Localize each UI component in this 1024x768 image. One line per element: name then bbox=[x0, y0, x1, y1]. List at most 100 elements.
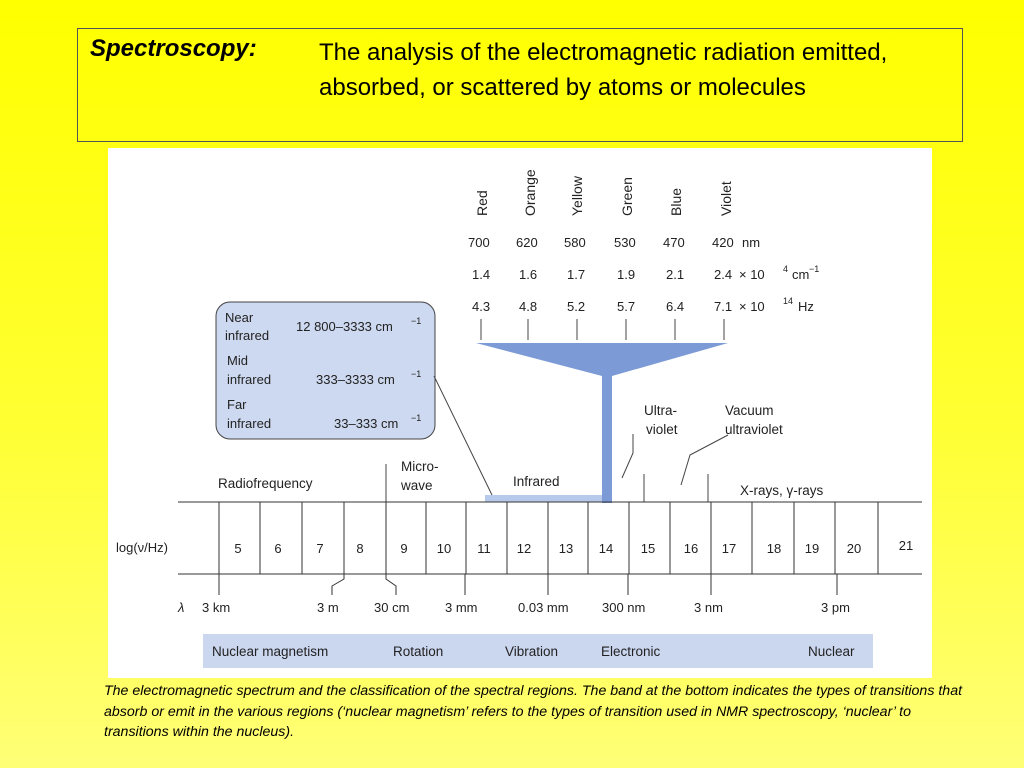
wavelength-label: 3 pm bbox=[821, 600, 850, 615]
log-tick-label: 13 bbox=[559, 541, 573, 556]
near-infrared-exp: −1 bbox=[411, 316, 421, 326]
frequency-row: 4.3 4.8 5.2 5.7 6.4 7.1 × 10 14 Hz bbox=[472, 296, 814, 314]
nm-value: 420 bbox=[712, 235, 734, 250]
log-tick-label: 12 bbox=[517, 541, 531, 556]
infrared-box-content: Near infrared 12 800–3333 cm −1 Mid infr… bbox=[225, 310, 421, 431]
transition-nuclear: Nuclear bbox=[808, 644, 855, 659]
wavelength-markers bbox=[218, 574, 838, 595]
frequency-value: 6.4 bbox=[666, 299, 684, 314]
region-separators bbox=[385, 464, 709, 502]
wavenumber-value: 1.4 bbox=[472, 267, 490, 282]
label-radiofrequency: Radiofrequency bbox=[218, 476, 313, 491]
nm-unit: nm bbox=[742, 235, 760, 250]
wavenumber-exponent: 4 bbox=[783, 264, 788, 274]
log-tick-label: 16 bbox=[684, 541, 698, 556]
frequency-multiplier: × 10 bbox=[739, 299, 765, 314]
figure-caption: The electromagnetic spectrum and the cla… bbox=[104, 683, 963, 740]
label-ultraviolet-1: Ultra- bbox=[644, 403, 677, 418]
wavenumber-value: 1.7 bbox=[567, 267, 585, 282]
nm-value: 530 bbox=[614, 235, 636, 250]
definition-box: Spectroscopy: The analysis of the electr… bbox=[77, 28, 963, 142]
transition-electronic: Electronic bbox=[601, 644, 661, 659]
wavelength-label: 3 nm bbox=[694, 600, 723, 615]
axis-dividers bbox=[218, 502, 879, 574]
log-tick-label: 20 bbox=[847, 541, 861, 556]
log-axis-label: log(ν/Hz) bbox=[116, 540, 168, 555]
wavenumber-value: 2.4 bbox=[714, 267, 732, 282]
frequency-unit: Hz bbox=[798, 299, 814, 314]
near-infrared-label-2: infrared bbox=[225, 328, 269, 343]
wavelength-label: 3 mm bbox=[445, 600, 478, 615]
wavelength-label: 3 km bbox=[202, 600, 230, 615]
mid-infrared-label-2: infrared bbox=[227, 372, 271, 387]
visible-funnel bbox=[476, 343, 728, 503]
log-tick-label: 7 bbox=[316, 541, 323, 556]
log-tick-label: 5 bbox=[234, 541, 241, 556]
wavelength-label: 30 cm bbox=[374, 600, 409, 615]
label-vacuum-uv-1: Vacuum bbox=[725, 403, 774, 418]
definition-term: Spectroscopy: bbox=[90, 35, 257, 62]
wavelength-label: 300 nm bbox=[602, 600, 645, 615]
label-microwave-2: wave bbox=[400, 478, 433, 493]
wavenumber-value: 2.1 bbox=[666, 267, 684, 282]
wavenumber-row: 1.4 1.6 1.7 1.9 2.1 2.4 × 10 4 cm −1 bbox=[472, 264, 819, 282]
transition-vibration: Vibration bbox=[505, 644, 558, 659]
definition-text: The analysis of the electromagnetic radi… bbox=[319, 39, 888, 101]
wavenumber-unit: cm bbox=[792, 267, 809, 282]
frequency-exponent: 14 bbox=[783, 296, 793, 306]
color-name-yellow: Yellow bbox=[569, 175, 585, 216]
far-infrared-label-1: Far bbox=[227, 397, 247, 412]
wavenumber-value: 1.9 bbox=[617, 267, 635, 282]
log-tick-label: 18 bbox=[767, 541, 781, 556]
mid-infrared-label-1: Mid bbox=[227, 353, 248, 368]
mid-infrared-exp: −1 bbox=[411, 369, 421, 379]
mid-infrared-range: 333–3333 cm bbox=[316, 372, 395, 387]
log-tick-label: 9 bbox=[400, 541, 407, 556]
nm-value: 470 bbox=[663, 235, 685, 250]
frequency-value: 5.7 bbox=[617, 299, 635, 314]
color-name-orange: Orange bbox=[522, 169, 538, 216]
log-tick-label: 10 bbox=[437, 541, 451, 556]
nm-row: 700 620 580 530 470 420 nm bbox=[468, 235, 760, 250]
log-tick-label: 8 bbox=[356, 541, 363, 556]
leader-lines bbox=[433, 375, 729, 496]
color-name-violet: Violet bbox=[718, 181, 734, 216]
nm-value: 700 bbox=[468, 235, 490, 250]
frequency-value: 4.8 bbox=[519, 299, 537, 314]
frequency-value: 5.2 bbox=[567, 299, 585, 314]
far-infrared-range: 33–333 cm bbox=[334, 416, 398, 431]
far-infrared-label-2: infrared bbox=[227, 416, 271, 431]
spectrum-figure: Red Orange Yellow Green Blue Violet 700 … bbox=[108, 148, 932, 678]
lambda-symbol: λ bbox=[177, 600, 184, 615]
log-tick-label: 11 bbox=[477, 541, 491, 556]
wavelength-labels: λ 3 km 3 m 30 cm 3 mm 0.03 mm 300 nm 3 n… bbox=[177, 600, 850, 615]
spectrum-diagram: Red Orange Yellow Green Blue Violet 700 … bbox=[116, 169, 922, 668]
visible-ticks bbox=[480, 319, 725, 340]
nm-value: 620 bbox=[516, 235, 538, 250]
transition-rotation: Rotation bbox=[393, 644, 443, 659]
infrared-bar bbox=[485, 495, 602, 502]
log-tick-label: 21 bbox=[899, 538, 913, 553]
visible-color-names: Red Orange Yellow Green Blue Violet bbox=[474, 169, 734, 216]
color-name-blue: Blue bbox=[668, 188, 684, 216]
wavenumber-multiplier: × 10 bbox=[739, 267, 765, 282]
transition-band bbox=[203, 634, 873, 668]
transition-labels: Nuclear magnetism Rotation Vibration Ele… bbox=[212, 644, 855, 659]
log-tick-label: 14 bbox=[599, 541, 613, 556]
label-xrays: X-rays, γ-rays bbox=[740, 483, 824, 498]
label-ultraviolet-2: violet bbox=[646, 422, 678, 437]
wavenumber-unit-exponent: −1 bbox=[809, 264, 819, 274]
log-tick-label: 15 bbox=[641, 541, 655, 556]
log-axis bbox=[178, 501, 922, 575]
label-vacuum-uv-2: ultraviolet bbox=[725, 422, 783, 437]
log-tick-label: 17 bbox=[722, 541, 736, 556]
transition-nuclear-magnetism: Nuclear magnetism bbox=[212, 644, 328, 659]
region-labels: Radiofrequency Micro- wave Infrared Ultr… bbox=[218, 403, 824, 498]
log-tick-label: 6 bbox=[274, 541, 281, 556]
wavenumber-value: 1.6 bbox=[519, 267, 537, 282]
frequency-value: 4.3 bbox=[472, 299, 490, 314]
near-infrared-range: 12 800–3333 cm bbox=[296, 319, 393, 334]
far-infrared-exp: −1 bbox=[411, 413, 421, 423]
label-microwave-1: Micro- bbox=[401, 459, 439, 474]
infrared-box bbox=[215, 301, 436, 440]
